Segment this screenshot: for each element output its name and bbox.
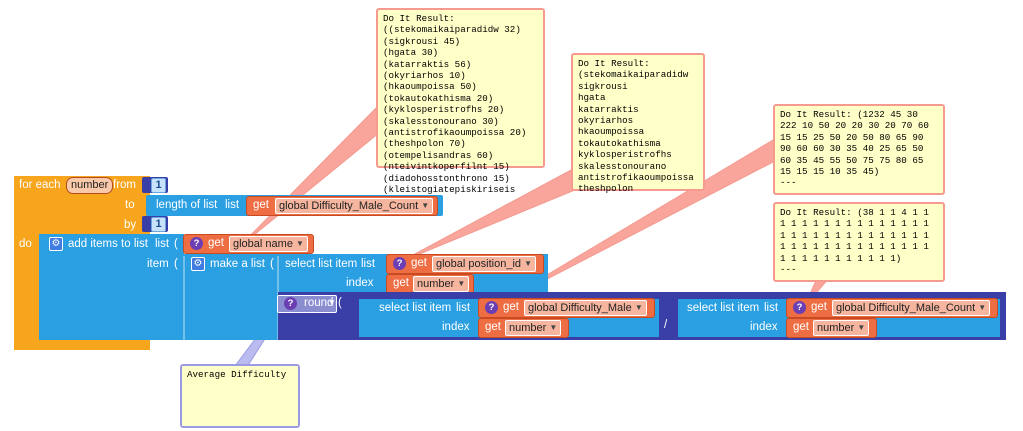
get-keyword: get — [811, 301, 827, 313]
round-dropdown[interactable]: ? round ▼ — [277, 295, 337, 313]
question-icon[interactable]: ? — [793, 301, 806, 314]
for-each-label: for each — [19, 179, 61, 191]
make-a-list-label: make a list — [210, 258, 265, 270]
variable-dropdown[interactable]: global position_id▼ — [432, 256, 537, 272]
chevron-down-icon: ▼ — [634, 303, 643, 312]
select-list-item-label: select list item — [285, 258, 358, 270]
get-keyword: get — [411, 257, 427, 269]
chevron-down-icon: ▼ — [457, 279, 466, 288]
by-number-block[interactable]: 1 — [142, 216, 168, 232]
do-label: do — [19, 238, 32, 250]
variable-dropdown[interactable]: number▼ — [413, 276, 470, 292]
variable-name: global Difficulty_Male_Count — [836, 302, 976, 314]
question-icon[interactable]: ? — [284, 297, 297, 310]
variable-name: number — [417, 278, 455, 290]
average-difficulty-comment[interactable]: Average Difficulty — [180, 364, 300, 428]
get-number-block[interactable]: get number▼ — [386, 274, 474, 294]
select-list-socket-label: list — [456, 302, 471, 314]
by-value[interactable]: 1 — [151, 217, 166, 232]
get-keyword: get — [485, 321, 501, 333]
get-difficulty-male-count-block[interactable]: ? get global Difficulty_Male_Count▼ — [786, 298, 998, 318]
get-keyword: get — [503, 301, 519, 313]
male-result-comment[interactable]: Do It Result: (1232 45 30 222 10 50 20 2… — [773, 104, 945, 195]
make-list-paren: ( — [270, 258, 274, 270]
chevron-down-icon: ▼ — [857, 323, 866, 332]
get-difficulty-male-block[interactable]: ? get global Difficulty_Male▼ — [478, 298, 655, 318]
variable-name: global position_id — [436, 258, 522, 270]
question-icon[interactable]: ? — [190, 237, 203, 250]
position-result-comment[interactable]: Do It Result: (stekomaikaiparadidw sigkr… — [571, 53, 705, 194]
select-list-item-label: select list item — [687, 302, 760, 314]
variable-dropdown[interactable]: number▼ — [813, 320, 870, 336]
get-keyword: get — [793, 321, 809, 333]
variable-dropdown[interactable]: number▼ — [505, 320, 562, 336]
to-label: to — [125, 199, 135, 211]
get-number-block[interactable]: get number▼ — [478, 318, 569, 338]
variable-dropdown[interactable]: global name▼ — [229, 236, 308, 252]
length-list-socket-label: list — [225, 199, 240, 211]
get-keyword: get — [393, 277, 409, 289]
index-label: index — [442, 321, 470, 333]
item-socket-label: item — [147, 258, 169, 270]
chevron-down-icon: ▼ — [549, 323, 558, 332]
get-keyword: get — [208, 237, 224, 249]
gear-icon[interactable]: ⚙ — [49, 237, 63, 251]
name-result-comment[interactable]: Do It Result: ((stekomaikaiparadidw 32) … — [376, 8, 545, 195]
list-paren: ( — [174, 238, 178, 250]
select-list-socket-label: list — [764, 302, 779, 314]
select-list-socket-label: list — [361, 258, 376, 270]
length-of-list-block[interactable]: length of list list get global Difficult… — [146, 195, 443, 216]
item-paren: ( — [174, 258, 178, 270]
divide-operator: / — [664, 319, 668, 331]
variable-name: global name — [233, 238, 293, 250]
get-position-id-block[interactable]: ? get global position_id▼ — [386, 254, 544, 274]
variable-dropdown[interactable]: global Difficulty_Male_Count▼ — [275, 198, 434, 214]
variable-name: number — [817, 322, 855, 334]
round-label: round — [304, 297, 334, 309]
from-label: from — [113, 179, 136, 191]
loop-variable-field[interactable]: number — [66, 177, 114, 194]
chevron-down-icon: ▼ — [978, 303, 987, 312]
count-result-comment[interactable]: Do It Result: (38 1 1 4 1 1 1 1 1 1 1 1 … — [773, 202, 945, 282]
gear-icon[interactable]: ⚙ — [191, 257, 205, 271]
length-of-list-label: length of list — [156, 199, 218, 211]
chevron-down-icon: ▼ — [296, 239, 304, 248]
from-number-block[interactable]: 1 — [142, 177, 168, 193]
add-items-label: add items to list — [68, 238, 148, 250]
question-icon[interactable]: ? — [393, 257, 406, 270]
index-label: index — [750, 321, 778, 333]
get-difficulty-male-count-block[interactable]: get global Difficulty_Male_Count▼ — [246, 196, 438, 216]
round-paren: ( — [338, 297, 342, 309]
variable-name: global Difficulty_Male — [528, 302, 632, 314]
get-number-block[interactable]: get number▼ — [786, 318, 877, 338]
get-global-name-block[interactable]: ? get global name▼ — [183, 234, 314, 254]
variable-dropdown[interactable]: global Difficulty_Male▼ — [524, 300, 647, 316]
chevron-down-icon: ▼ — [421, 201, 430, 210]
index-label: index — [346, 277, 374, 289]
chevron-down-icon: ▼ — [328, 298, 336, 307]
variable-dropdown[interactable]: global Difficulty_Male_Count▼ — [832, 300, 991, 316]
add-items-list-label: list — [155, 238, 170, 250]
select-list-item-label: select list item — [379, 302, 452, 314]
get-keyword: get — [253, 199, 269, 211]
by-label: by — [124, 219, 137, 231]
from-value[interactable]: 1 — [151, 178, 166, 193]
variable-name: global Difficulty_Male_Count — [279, 200, 419, 212]
variable-name: number — [509, 322, 547, 334]
question-icon[interactable]: ? — [485, 301, 498, 314]
chevron-down-icon: ▼ — [524, 259, 533, 268]
